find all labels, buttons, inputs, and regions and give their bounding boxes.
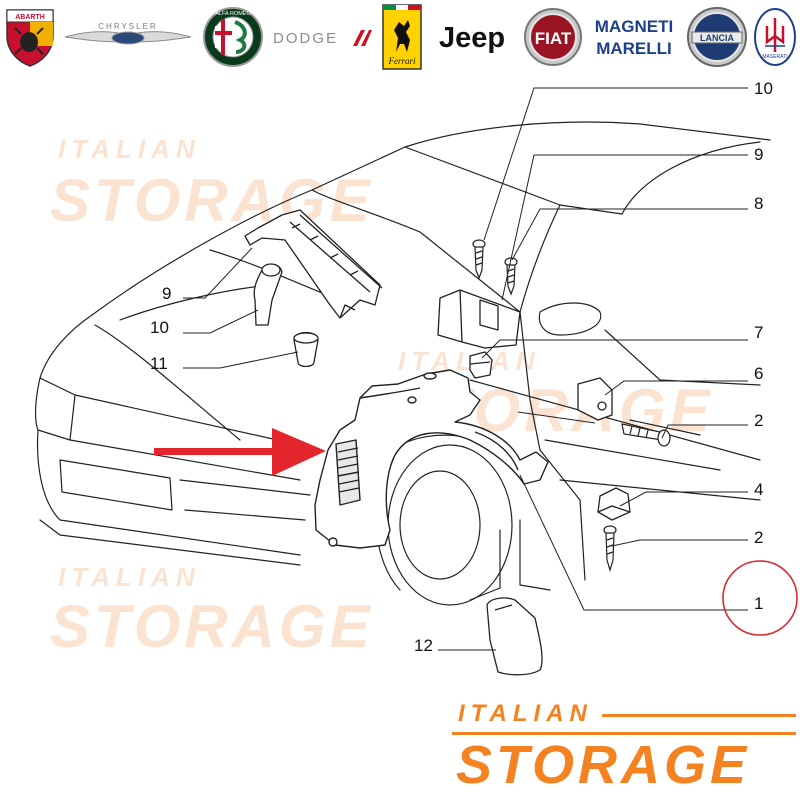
callout-12: 12	[414, 636, 433, 655]
maserati-logo: MASERATI	[752, 4, 798, 70]
watermark-italian-2: ITALIAN	[398, 346, 541, 376]
watermark-italian-1: ITALIAN	[58, 134, 201, 164]
part-3-clip	[597, 487, 631, 521]
callout-3: 4	[754, 480, 764, 499]
callout-6: 8	[754, 194, 764, 213]
part-1-wheel-arch-liner	[314, 369, 549, 549]
callout-7: 9	[754, 145, 764, 164]
jeep-logo: Jeep	[428, 4, 516, 70]
logo-italian-text: ITALIAN	[458, 700, 593, 727]
dodge-logo: DODGE	[270, 4, 374, 70]
lancia-logo-text: LANCIA	[700, 33, 734, 43]
logo-storage-text: STORAGE	[456, 735, 751, 795]
car-body-outline	[34, 121, 771, 606]
watermark-storage-1: STORAGE	[50, 167, 374, 234]
logo-rule-mid	[452, 732, 796, 735]
part-4-clip	[577, 377, 613, 421]
magneti-marelli-logo-text-1: MAGNETI	[595, 17, 673, 36]
callout-1: 1	[754, 594, 764, 613]
callout-2-upper: 2	[754, 411, 764, 430]
callout-2-lower: 2	[754, 528, 764, 547]
part-2-screw-upper	[621, 423, 671, 447]
watermark-storage-3: STORAGE	[50, 593, 374, 660]
watermark-italian-3: ITALIAN	[58, 562, 201, 592]
callout-5: 7	[754, 323, 764, 342]
fiat-logo-text: FIAT	[535, 29, 572, 48]
part-8-screw	[472, 239, 486, 280]
part-7-bracket	[437, 289, 521, 349]
chrysler-logo-text: CHRYSLER	[98, 22, 157, 31]
leader-lines	[183, 87, 748, 651]
callout-10: 10	[150, 318, 169, 337]
red-arrow	[154, 428, 326, 476]
dodge-logo-text: DODGE	[273, 30, 338, 47]
part-2-screw-lower	[603, 525, 617, 573]
callout-4: 6	[754, 364, 764, 383]
ferrari-logo-text: Ferrari	[388, 56, 416, 66]
alfa-romeo-logo: ALFA ROMEO	[200, 4, 266, 70]
part-5-clip	[469, 351, 493, 379]
part-11-grommet	[293, 331, 319, 368]
part-12-mud-flap	[486, 597, 543, 676]
lancia-logo: LANCIA	[684, 4, 750, 70]
alfa-romeo-logo-text: ALFA ROMEO	[215, 11, 251, 17]
maserati-logo-text: MASERATI	[762, 54, 787, 60]
magneti-marelli-logo: MAGNETI MARELLI	[588, 4, 680, 70]
abarth-logo-text: ABARTH	[15, 14, 45, 21]
chrysler-logo: CHRYSLER	[62, 4, 194, 70]
ferrari-logo: Ferrari	[380, 4, 424, 70]
part-6-screw	[504, 257, 518, 296]
abarth-logo: ABARTH	[2, 4, 58, 70]
logo-rule-top	[602, 714, 796, 717]
callout-11: 11	[150, 354, 168, 373]
part-10-hose	[253, 263, 283, 326]
jeep-logo-text: Jeep	[439, 22, 505, 54]
highlight-circle	[722, 560, 798, 636]
part-9-crossmember	[244, 209, 383, 319]
callout-8: 10	[754, 79, 773, 98]
magneti-marelli-logo-text-2: MARELLI	[596, 39, 672, 58]
italian-storage-logo: ITALIAN STORAGE	[452, 700, 798, 796]
callout-9: 9	[162, 284, 172, 303]
fiat-logo: FIAT	[522, 4, 584, 70]
